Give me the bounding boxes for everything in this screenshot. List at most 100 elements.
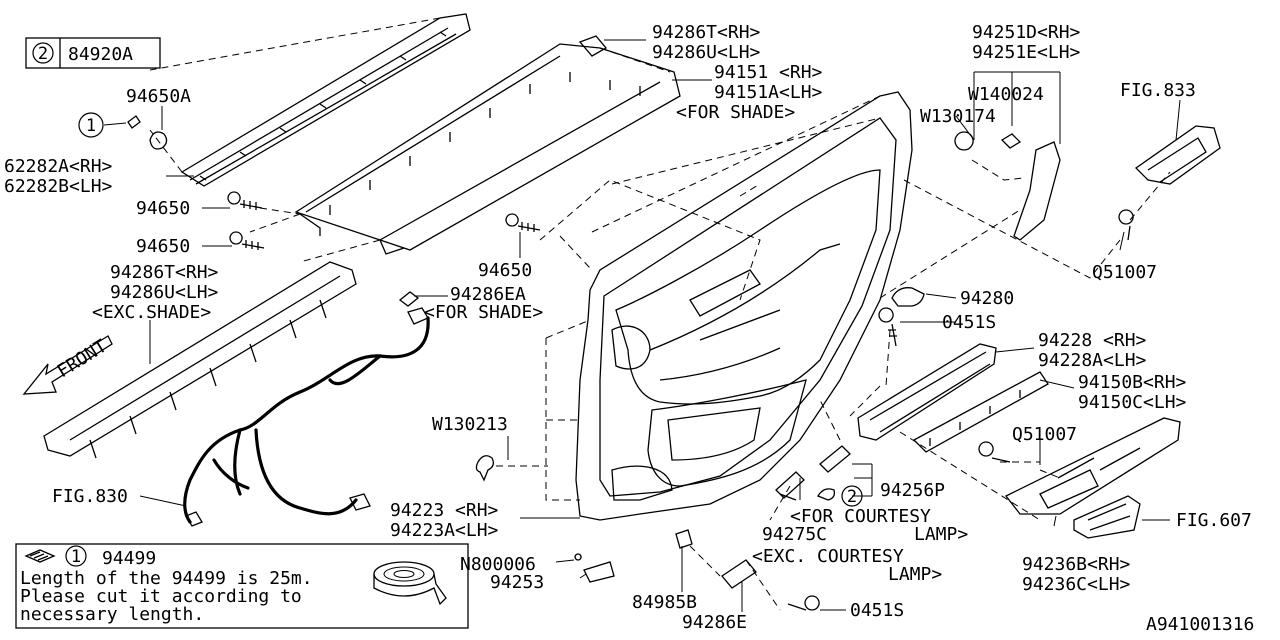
label-94228: 94228 <RH> [1038,330,1147,351]
label-for-shade-1: <FOR SHADE> [676,102,795,123]
label-exc-courtesy-2: LAMP> [888,564,942,585]
leader-lines [103,39,1181,612]
note-line-2: Please cut it according to [20,586,302,607]
label-exc-shade: <EXC.SHADE> [92,302,211,323]
note-circle [65,545,87,567]
ref-box-circle-number: 2 [38,44,48,64]
screw-0451S-upper [878,307,897,347]
screw-94650-b [229,231,265,250]
tape-roll-small-icon [24,549,56,563]
label-exc-courtesy-1: <EXC. COURTESY [752,546,904,567]
callout-circle-2 [841,485,863,507]
label-for-courtesy-1: <FOR COURTESY [790,506,931,527]
label-for-courtesy-2: LAMP> [914,524,968,545]
label-N800006: N800006 [460,554,536,575]
label-94650A: 94650A [126,86,191,107]
tape-94499-piece [127,115,141,129]
clip-W140024 [1000,133,1022,149]
label-Q51007-a: Q51007 [1092,262,1157,283]
label-94650-b: 94650 [136,236,190,257]
switch-panel-94236B [1004,417,1181,515]
ref-box-code: 84920A [68,44,133,65]
clip-94286EA [398,291,420,307]
label-circle-2: 2 [847,487,857,507]
dash-94286E [689,545,781,611]
leader-94251 [973,71,1061,144]
screw-94650-a [227,191,263,210]
label-84985B: 84985B [632,592,697,613]
label-94286U-mid: 94286U<LH> [110,282,219,303]
screw-94650-c [505,213,541,232]
clip-Q51007-b [978,441,1011,463]
label-W140024: W140024 [968,84,1044,105]
label-94236C: 94236C<LH> [1022,574,1131,595]
bracket-94286T-top [578,35,607,57]
label-Q51007-b: Q51007 [1012,424,1077,445]
clip-W130174 [954,131,974,151]
label-circle-1: 1 [86,116,96,136]
label-94275C: 94275C [762,524,827,545]
dash-switch [899,431,1061,521]
dash-armrest [849,209,1021,417]
label-94253: 94253 [490,572,544,593]
sash-94151 [294,43,681,255]
label-for-shade-2: <FOR SHADE> [424,302,543,323]
door-trim-94223 [575,91,913,521]
label-FIG830: FIG.830 [52,486,128,507]
dash-pillar [903,159,1121,279]
label-94286E: 94286E [682,612,747,633]
screw-0451S-lower [787,595,820,611]
armrest-94228 [857,343,997,441]
dash-62282 [149,17,441,173]
label-W130213: W130213 [432,414,508,435]
note-part-number: 94499 [102,548,156,569]
strip-94286T-mid [43,261,357,459]
label-94286U-top: 94286U<LH> [652,42,761,63]
ref-box-84920A: 2 84920A [25,37,161,69]
door-handle-fig607 [1073,495,1141,539]
label-94251E: 94251E<LH> [972,42,1081,63]
label-94286EA: 94286EA [450,284,526,305]
label-62282A: 62282A<RH> [4,156,113,177]
note-line-1: Length of the 94499 is 25m. [20,568,313,589]
label-94150B: 94150B<RH> [1078,372,1187,393]
clip-W130213 [475,455,494,482]
dash-trim-2 [539,179,761,301]
callout-circle-1 [78,112,104,138]
pillar-trim-94251D [1013,141,1061,241]
weatherstrip-62282 [180,13,471,187]
label-94150C: 94150C<LH> [1078,392,1187,413]
tape-roll-icon [373,561,447,606]
label-94228A: 94228A<LH> [1038,350,1147,371]
label-94223: 94223 <RH> [390,500,499,521]
label-94650-a: 94650 [136,198,190,219]
note-box-94499: 1 94499 Length of the 94499 is 25m. Plea… [15,543,469,629]
wiring-harness-fig830 [183,307,430,527]
label-94151: 94151 <RH> [714,62,823,83]
label-94251D: 94251D<RH> [972,22,1081,43]
diagram-code: A941001316 [1146,614,1254,635]
label-94280: 94280 [960,288,1014,309]
label-0451S-b: 0451S [850,600,904,621]
label-W130174: W130174 [920,106,996,127]
label-0451S-a: 0451S [942,312,996,333]
label-94236B: 94236B<RH> [1022,554,1131,575]
label-FIG833: FIG.833 [1120,80,1196,101]
label-front: FRONT [54,336,111,383]
bracket-94150B [912,371,1049,453]
bracket-84985B [675,529,693,549]
cap-94280 [891,287,925,307]
label-94650-c: 94650 [478,260,532,281]
dash-courtesy [769,399,841,521]
bracket-94275C [775,471,805,501]
clip-N800006 [574,553,582,561]
note-circle-number: 1 [71,547,81,567]
label-94151A: 94151A<LH> [714,82,823,103]
dash-sash [249,47,671,263]
clip-Q51007-a [1118,209,1134,241]
label-94286T-top: 94286T<RH> [652,22,761,43]
clip-94253 [583,561,615,583]
label-62282B: 62282B<LH> [4,176,113,197]
